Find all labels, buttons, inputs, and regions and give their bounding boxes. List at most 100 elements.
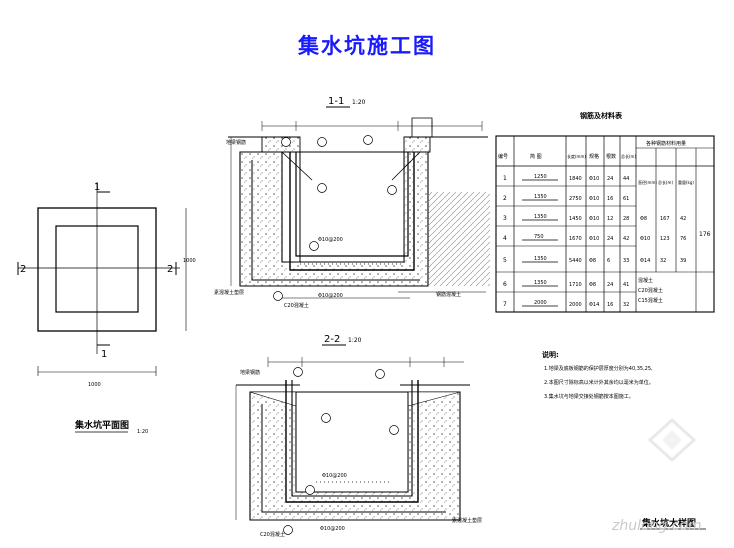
cell-spec: Φ8 xyxy=(589,258,596,264)
cell-shape: 1350 xyxy=(534,256,547,262)
cell-total: 32 xyxy=(623,302,629,308)
cell-shape: 750 xyxy=(534,234,544,240)
th-group: 各种钢筋材料用量 xyxy=(646,140,686,147)
section-2-note-right: 素混凝土垫层 xyxy=(452,517,482,524)
plan-caption: 集水坑平面图 xyxy=(74,419,129,431)
th-no: 编号 xyxy=(498,153,508,160)
cell-spec: Φ10 xyxy=(589,176,599,182)
th-total: 总长(m) xyxy=(621,153,636,159)
section-1-bar-bottom: Φ10@200 xyxy=(318,293,343,299)
mat-len: 32 xyxy=(660,258,666,264)
cell-shape: 1350 xyxy=(534,280,547,286)
mat-dia: Φ14 xyxy=(640,258,650,264)
cell-len: 1450 xyxy=(569,216,582,222)
table-title: 钢筋及材料表 xyxy=(580,111,623,120)
notes-line-2: 2.本图尺寸除标高以米计外其余均以毫米为单位。 xyxy=(544,379,654,386)
cell-len: 2000 xyxy=(569,302,582,308)
section-1-note-c: C20混凝土 xyxy=(284,302,309,309)
cell-shape: 1250 xyxy=(534,174,547,180)
cell-len: 2750 xyxy=(569,196,582,202)
section-2-bar-top: Φ10@200 xyxy=(322,473,347,479)
mat-wt: 42 xyxy=(680,216,686,222)
extra-1: 混凝土 xyxy=(638,277,653,284)
cell-total: 33 xyxy=(623,258,629,264)
notes-heading: 说明: xyxy=(542,350,559,359)
mat-len: 167 xyxy=(660,216,670,222)
section-2-scale: 1:20 xyxy=(348,337,362,344)
section-2-label: 2-2 xyxy=(324,334,340,345)
mat-len: 123 xyxy=(660,236,670,242)
section-1-1: 1-1 1:20 xyxy=(214,96,490,309)
section-1-bar-top: Φ10@200 xyxy=(318,237,343,243)
cell-no: 2 xyxy=(503,195,507,202)
cell-count: 16 xyxy=(607,196,613,202)
mat-dia: Φ8 xyxy=(640,216,647,222)
cell-count: 12 xyxy=(607,216,613,222)
cell-len: 1670 xyxy=(569,236,582,242)
section-1-note-left-bottom: 素混凝土垫层 xyxy=(214,289,244,296)
mat-wt: 39 xyxy=(680,258,686,264)
cell-no: 1 xyxy=(503,175,507,182)
detail-caption: 集水坑大样图 xyxy=(641,517,696,529)
cell-count: 24 xyxy=(607,282,613,288)
extra-2: C20混凝土 xyxy=(638,287,663,294)
cell-count: 24 xyxy=(607,176,613,182)
mat-dia: Φ10 xyxy=(640,236,650,242)
watermark-logo xyxy=(647,417,697,463)
cell-len: 1710 xyxy=(569,282,582,288)
notes-line-1: 1.地梁及底板钢筋的保护层厚度分别为40,35,25, xyxy=(544,365,653,372)
page-title: 集水坑施工图 xyxy=(298,33,436,58)
cell-total: 42 xyxy=(623,236,629,242)
plan-dim-width: 1000 xyxy=(88,382,101,388)
plan-mark-1-top: 1 xyxy=(94,182,100,193)
cell-count: 24 xyxy=(607,236,613,242)
plan-scale: 1:20 xyxy=(137,429,148,435)
sub-header-len: 总长(m) xyxy=(658,179,673,185)
rebar-table: 钢筋及材料表 编号 简 图 长度(mm) 规格 根数 总长(m) 各种钢筋材料用… xyxy=(495,111,715,313)
cell-total: 61 xyxy=(623,196,629,202)
sub-header-dia: 直径(mm) xyxy=(638,179,657,185)
plan-mark-1-bottom: 1 xyxy=(101,349,107,360)
sub-header-wt: 重量(kg) xyxy=(678,179,694,185)
th-spec: 规格 xyxy=(589,153,599,160)
plan-dim-height: 1000 xyxy=(183,258,196,264)
section-2-2: 2-2 1:20 Φ10@200 Φ10@200 地梁钢筋 素混凝土垫层 xyxy=(235,334,482,538)
watermark-text: zhulong.com xyxy=(612,518,702,534)
notes-block: 说明: 1.地梁及底板钢筋的保护层厚度分别为40,35,25, 2.本图尺寸除标… xyxy=(542,350,654,400)
section-1-label: 1-1 xyxy=(328,96,344,107)
cell-spec: Φ10 xyxy=(589,236,599,242)
mat-wt: 76 xyxy=(680,236,686,242)
th-count: 根数 xyxy=(606,153,616,160)
plan-mark-2-right: 2 xyxy=(167,264,173,275)
cell-total: 44 xyxy=(623,176,629,182)
section-2-note-c: C20混凝土 xyxy=(260,531,285,538)
plan-mark-2-left: 2 xyxy=(20,264,26,275)
plan-view: 1 1 2 2 1000 1000 集水坑平面图 1:20 xyxy=(17,182,196,435)
cell-shape: 1350 xyxy=(534,214,547,220)
th-len: 长度(mm) xyxy=(567,153,586,159)
total-weight: 176 xyxy=(699,231,711,238)
cell-count: 6 xyxy=(607,258,610,264)
cell-no: 4 xyxy=(503,235,507,242)
cell-total: 28 xyxy=(623,216,629,222)
cell-no: 3 xyxy=(503,215,507,222)
extra-3: C15混凝土 xyxy=(638,297,663,304)
section-2-bar-bottom: Φ10@200 xyxy=(320,526,345,532)
cell-shape: 1350 xyxy=(534,194,547,200)
notes-line-3: 3.集水坑与地梁交接处钢筋按本图施工。 xyxy=(544,393,634,400)
cell-spec: Φ14 xyxy=(589,302,599,308)
cell-len: 1840 xyxy=(569,176,582,182)
cell-no: 6 xyxy=(503,281,507,288)
section-2-note-left-top: 地梁钢筋 xyxy=(240,369,260,376)
cell-spec: Φ8 xyxy=(589,282,596,288)
cell-spec: Φ10 xyxy=(589,196,599,202)
cell-no: 7 xyxy=(503,301,507,308)
cell-count: 16 xyxy=(607,302,613,308)
cell-total: 41 xyxy=(623,282,629,288)
section-1-scale: 1:20 xyxy=(352,99,366,106)
cell-spec: Φ10 xyxy=(589,216,599,222)
cell-shape: 2000 xyxy=(534,300,547,306)
cell-len: 5440 xyxy=(569,258,582,264)
